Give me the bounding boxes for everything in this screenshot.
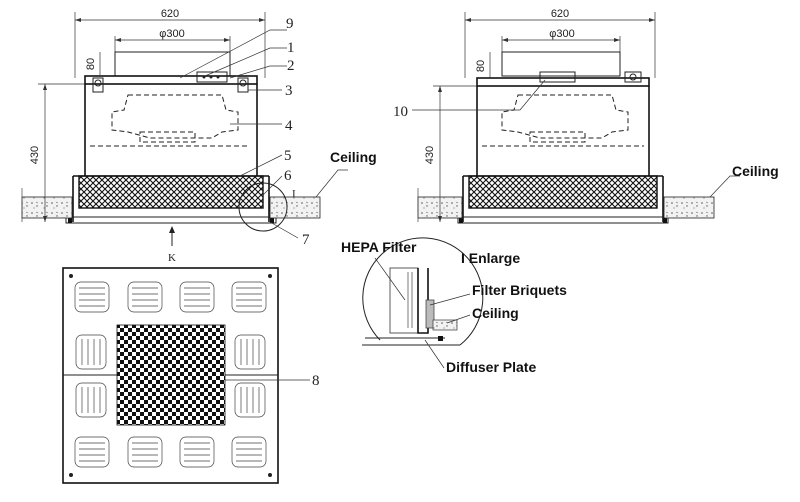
detail-mark: I xyxy=(292,188,296,200)
diffuser-louvers xyxy=(74,281,267,468)
bottom-view: 8 xyxy=(62,267,320,484)
callout-2: 2 xyxy=(287,58,295,74)
filter-briquets-label: Filter Briquets xyxy=(472,282,567,298)
detail-ceiling-label: Ceiling xyxy=(472,305,519,321)
ceiling-label-right: Ceiling xyxy=(732,163,779,179)
callout-8: 8 xyxy=(312,373,320,389)
dim-height-label-right: 430 xyxy=(424,146,436,164)
dim-width-label-right: 620 xyxy=(551,8,569,20)
diffuser-plate-label: Diffuser Plate xyxy=(446,359,536,375)
callout-7: 7 xyxy=(302,232,310,248)
callout-3: 3 xyxy=(285,83,293,99)
callout-5: 5 xyxy=(284,148,292,164)
callout-1: 1 xyxy=(287,40,295,56)
dim-height-label: 430 xyxy=(29,146,41,164)
front-view-left: 620 φ300 xyxy=(21,8,377,264)
ceiling-label-left: Ceiling xyxy=(330,149,377,165)
hepa-filter-label: HEPA Filter xyxy=(341,239,417,255)
dim-depth-label-right: 80 xyxy=(475,60,487,72)
callout-6: 6 xyxy=(284,168,292,184)
enlarge-label: I Enlarge xyxy=(461,250,520,266)
callout-4: 4 xyxy=(285,118,293,134)
dim-depth-label: 80 xyxy=(85,58,97,70)
dim-diameter-label-right: φ300 xyxy=(549,28,575,40)
view-arrow-mark: K xyxy=(168,252,176,264)
callout-10: 10 xyxy=(393,104,408,120)
dim-diameter-label: φ300 xyxy=(159,28,185,40)
detail-enlarge: HEPA Filter I Enlarge Filter Briquets Ce… xyxy=(341,237,567,375)
front-view-right: 620 φ300 430 80 10 Ce xyxy=(393,8,779,224)
dim-width-label: 620 xyxy=(161,8,179,20)
callout-9: 9 xyxy=(286,16,294,32)
